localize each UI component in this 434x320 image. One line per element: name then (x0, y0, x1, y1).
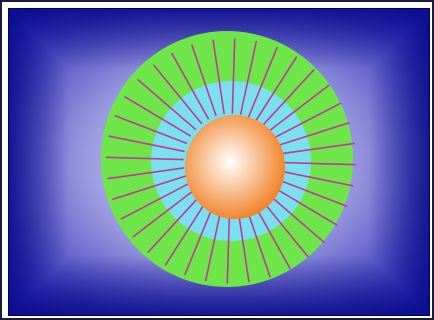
sunburst-picture (8, 8, 430, 316)
sun-core (185, 115, 285, 219)
sunburst-graphic (9, 9, 429, 315)
